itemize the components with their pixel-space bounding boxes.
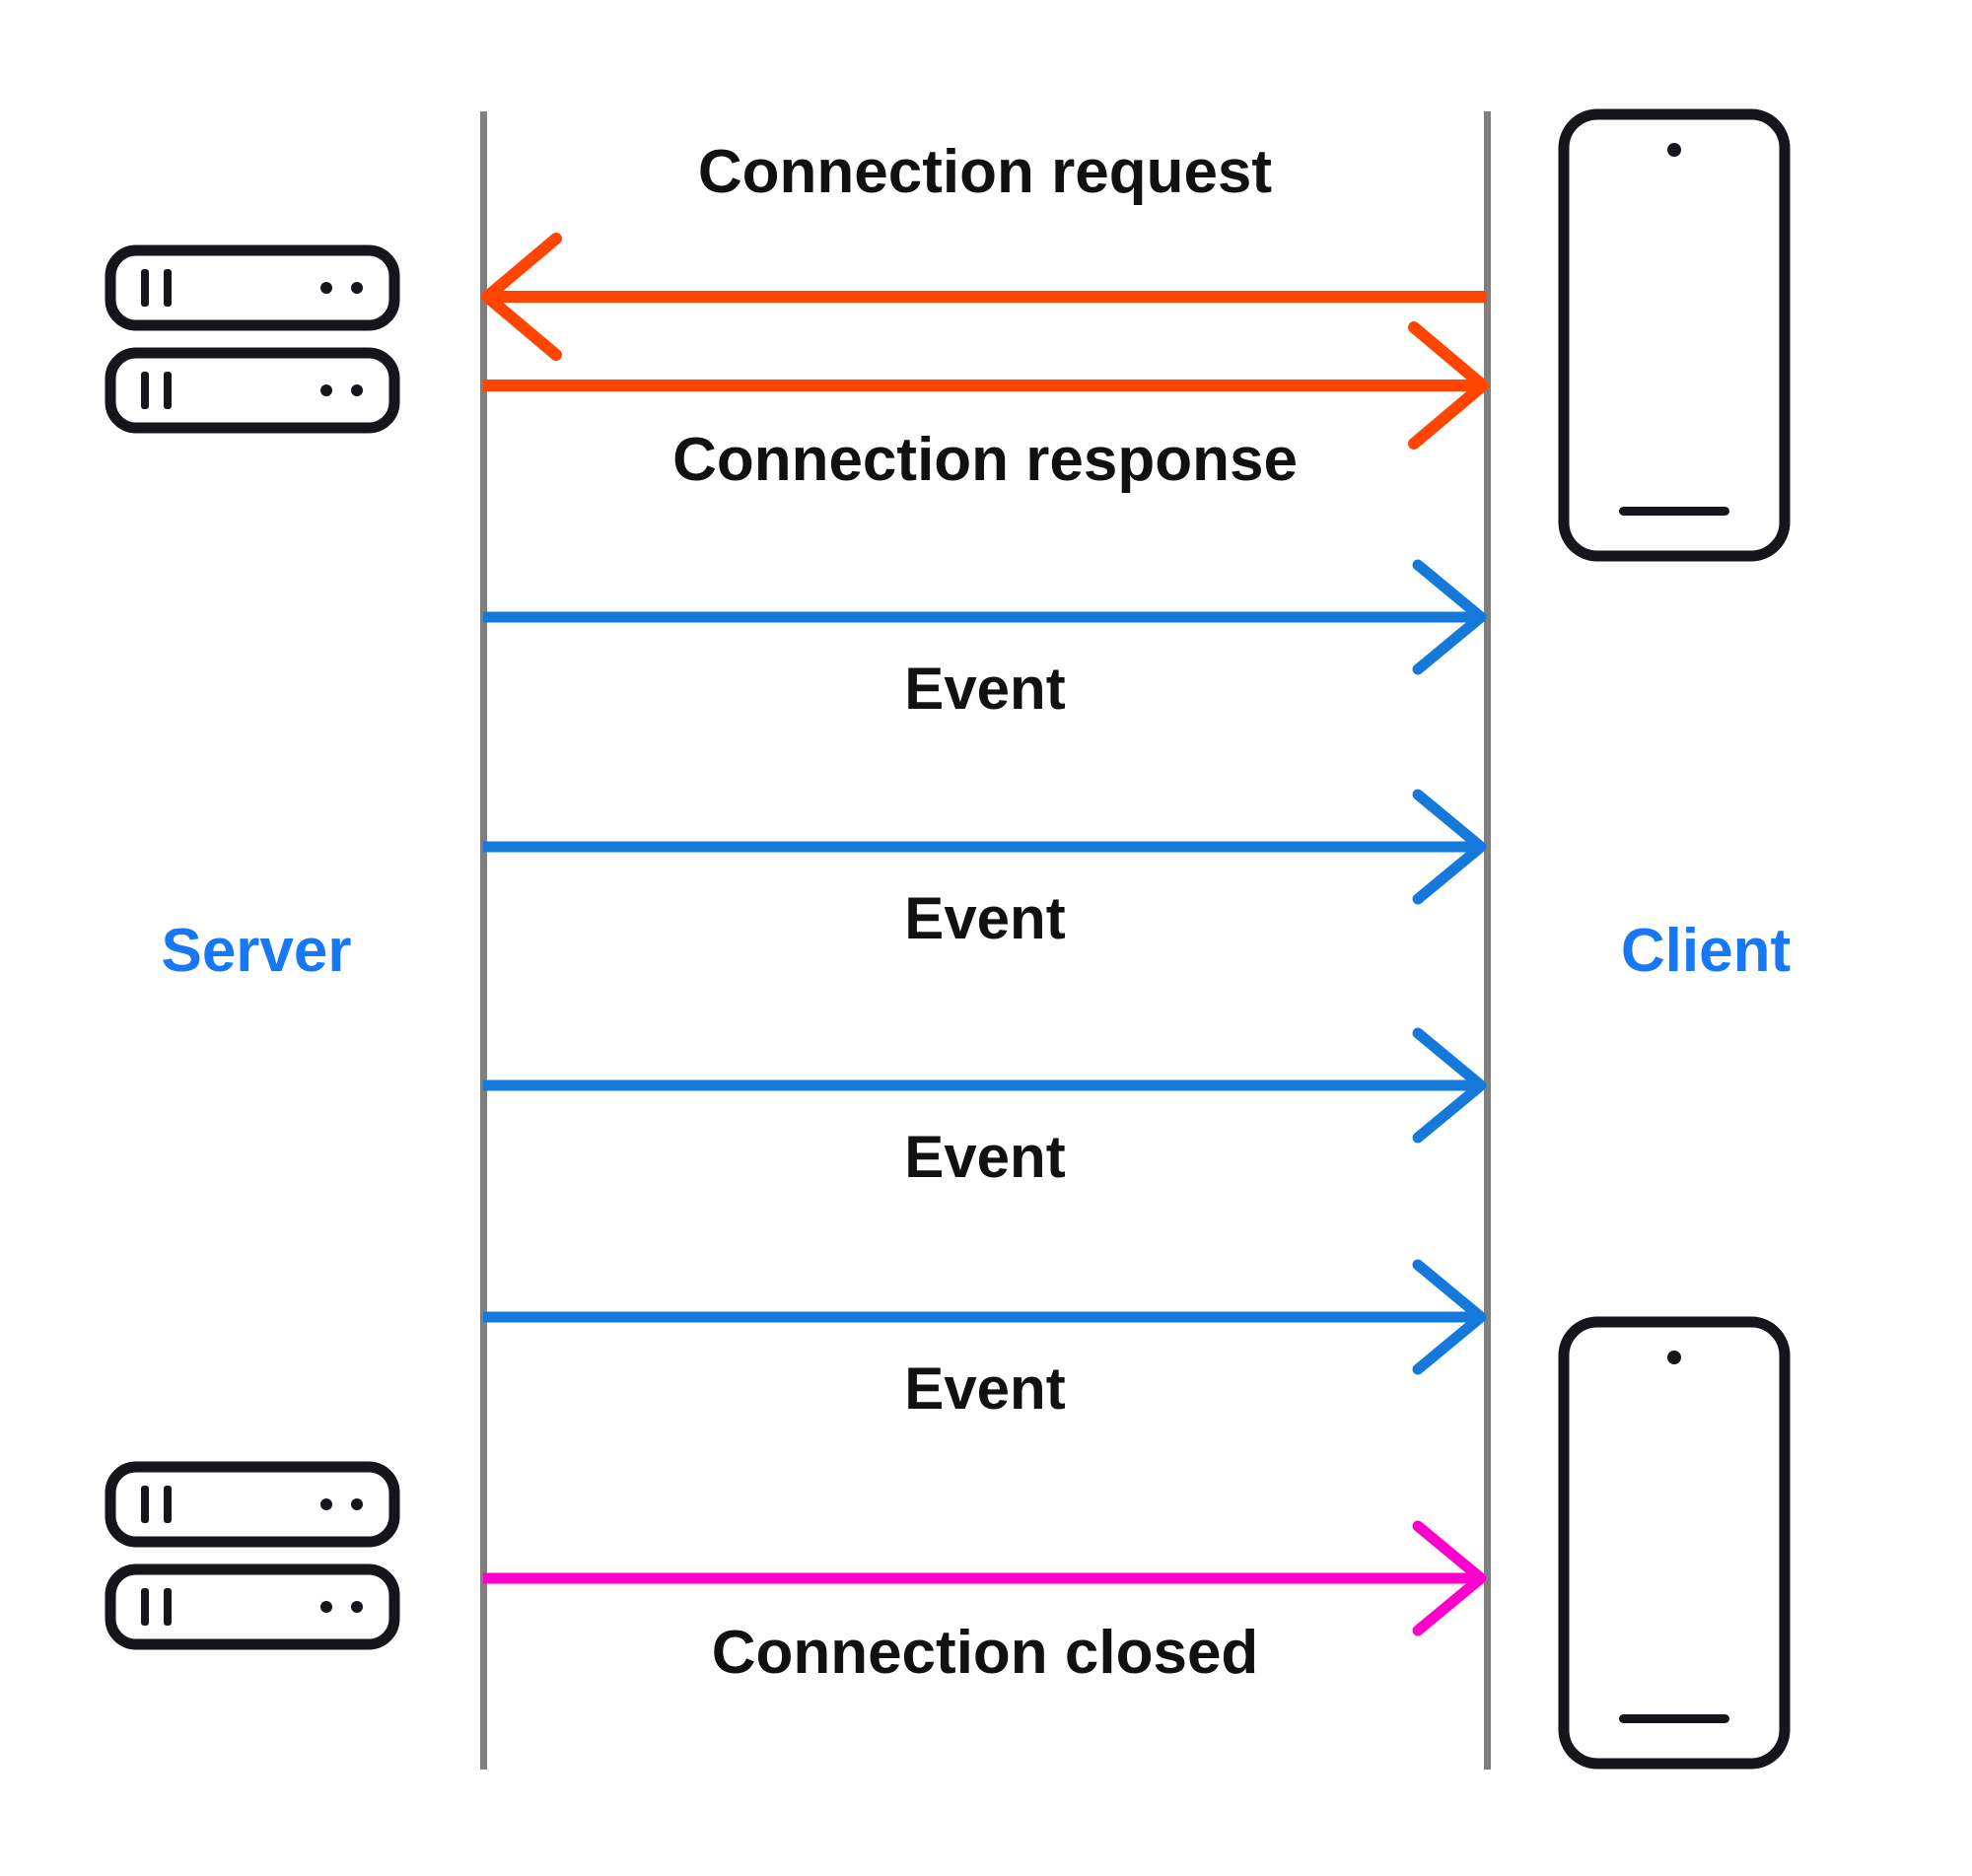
server-rack-icon [105, 1461, 400, 1650]
message-label-event: Event [904, 885, 1066, 951]
lifeline-client [1484, 111, 1491, 1770]
mobile-phone-icon [1558, 108, 1791, 562]
server-rack-icon [105, 244, 400, 434]
message-label-event: Event [904, 1124, 1066, 1190]
participant-label-client: Client [1620, 917, 1792, 985]
message-label-connection-response: Connection response [672, 426, 1298, 494]
participant-label-server: Server [161, 917, 352, 985]
mobile-phone-icon [1558, 1316, 1791, 1770]
message-label-connection-request: Connection request [697, 138, 1273, 206]
message-label-connection-closed: Connection closed [711, 1619, 1259, 1687]
lifeline-server [480, 111, 487, 1770]
message-label-event: Event [904, 1355, 1066, 1422]
message-label-event: Event [904, 656, 1066, 722]
